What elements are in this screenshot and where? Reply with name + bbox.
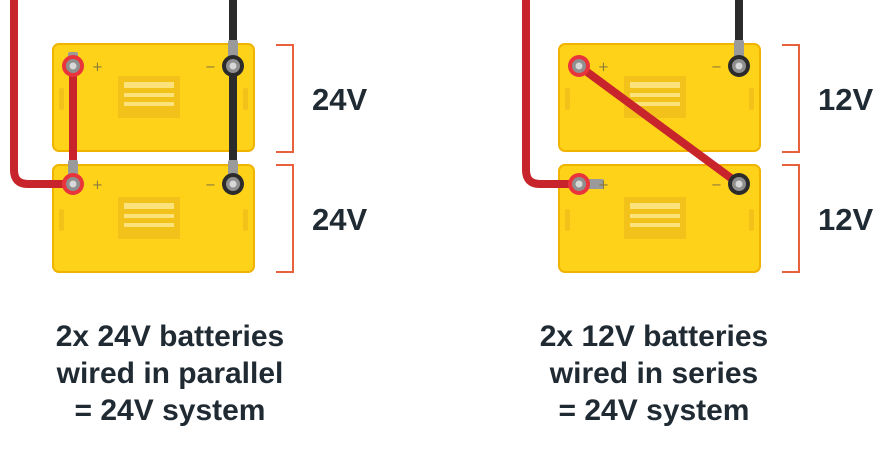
plus-sign: + — [598, 178, 609, 193]
top-battery-voltage-label: 12V — [818, 82, 873, 117]
battery-bottom-left — [52, 164, 255, 273]
series-link-cable — [575, 62, 743, 188]
minus-sign: − — [711, 178, 722, 193]
positive-terminal-icon — [62, 173, 84, 195]
bottom-battery-voltage-label: 24V — [312, 202, 367, 237]
negative-terminal-icon — [728, 55, 750, 77]
voltage-bracket — [276, 44, 294, 153]
caption-line: wired in series — [549, 357, 759, 390]
negative-terminal-icon — [728, 173, 750, 195]
positive-terminal-icon — [568, 173, 590, 195]
battery-bottom-right — [558, 164, 761, 273]
plus-sign: + — [92, 60, 103, 75]
minus-sign: − — [205, 60, 216, 75]
positive-terminal-icon — [62, 55, 84, 77]
positive-terminal-icon — [568, 55, 590, 77]
caption-line: wired in parallel — [56, 357, 284, 390]
battery-top-left — [52, 43, 255, 152]
voltage-bracket — [782, 44, 800, 153]
parallel-diagram: + − + − 24V 24V — [10, 0, 367, 273]
minus-sign: − — [711, 60, 722, 75]
series-diagram: + − + − 12V 12V — [522, 0, 873, 273]
series-caption: 2x 12V batteries wired in series = 24V s… — [484, 318, 824, 429]
voltage-bracket — [782, 164, 800, 273]
caption-line: = 24V system — [74, 394, 266, 427]
battery-top-right — [558, 43, 761, 152]
positive-main-cable — [522, 0, 583, 188]
minus-sign: − — [205, 178, 216, 193]
plus-sign: + — [92, 178, 103, 193]
voltage-bracket — [276, 164, 294, 273]
negative-terminal-icon — [222, 173, 244, 195]
bottom-battery-voltage-label: 12V — [818, 202, 873, 237]
parallel-caption: 2x 24V batteries wired in parallel = 24V… — [0, 318, 340, 429]
negative-terminal-icon — [222, 55, 244, 77]
positive-main-cable — [10, 0, 76, 188]
caption-line: 2x 24V batteries — [55, 320, 285, 353]
caption-line: 2x 12V batteries — [539, 320, 769, 353]
caption-line: = 24V system — [558, 394, 750, 427]
plus-sign: + — [598, 60, 609, 75]
top-battery-voltage-label: 24V — [312, 82, 367, 117]
